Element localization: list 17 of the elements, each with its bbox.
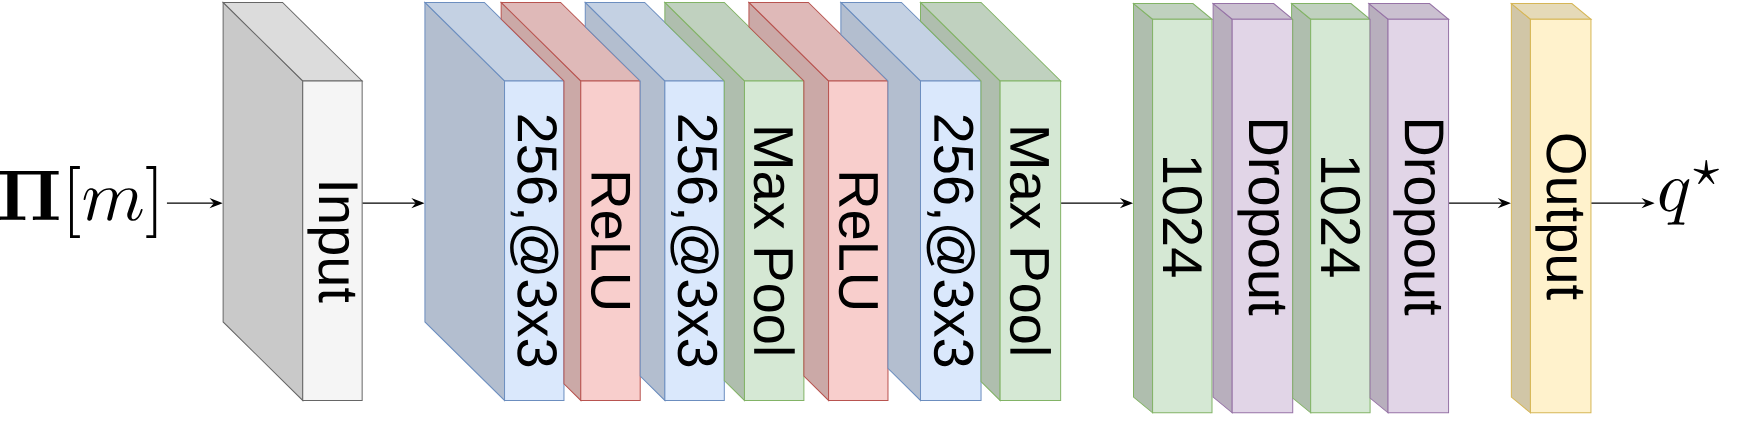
math-symbol: $\mathbf{\Pi}[m]$: [0, 166, 157, 238]
layer-block: Dropout: [1368, 3, 1450, 414]
node-label: Max Pool: [753, 128, 795, 354]
layer-block: 256,@3x3: [424, 1, 565, 401]
node-label: 256,@3x3: [926, 115, 975, 367]
layer-block: Dropout: [1212, 3, 1294, 414]
layer-block: Input: [222, 1, 363, 401]
node-label: 256,@3x3: [670, 115, 719, 367]
layer-block: 1024: [1133, 3, 1213, 414]
node-label: Max Pool: [1009, 128, 1051, 354]
node-label: ReLU: [590, 173, 631, 308]
layer-block: 1024: [1291, 3, 1371, 414]
node-label: 256,@3x3: [510, 115, 559, 367]
layer-block: Output: [1510, 3, 1592, 414]
node-label: ReLU: [838, 173, 878, 308]
node-label: Input: [307, 183, 358, 303]
math-symbol: $q^{\star}$: [1659, 159, 1719, 225]
